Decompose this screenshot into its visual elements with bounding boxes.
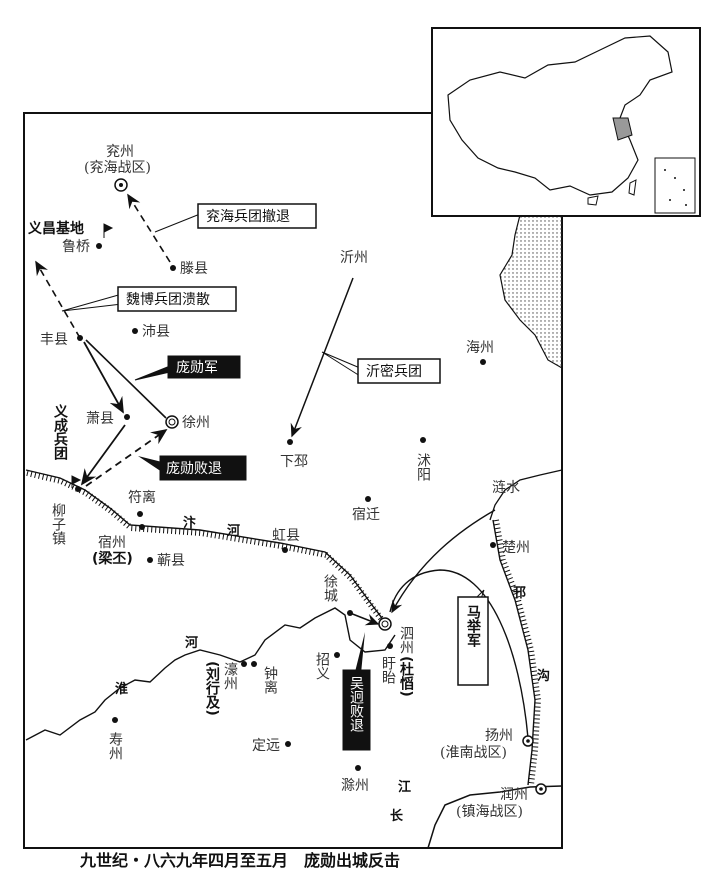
river-label: 长 — [390, 808, 404, 824]
label-fengxian: 丰县 — [40, 332, 68, 348]
label-runzhou-sub: (镇海战区) — [456, 804, 523, 820]
river-label: 河 — [185, 635, 198, 651]
label-xiapi: 下邳 — [280, 454, 308, 470]
label-shuyang: 沭阳 — [415, 453, 431, 481]
label-yangzhou-sub: (淮南战区) — [440, 745, 507, 761]
label-zhaoyi: 招义 — [314, 652, 330, 680]
label-suqian: 宿迁 — [352, 506, 380, 523]
callout-text: 庞勋败退 — [166, 461, 222, 477]
river-label: 江 — [398, 779, 411, 795]
callout-wujiong-retreat: 吴迥败退 — [342, 632, 371, 751]
inset-china-map — [431, 27, 701, 217]
label-peixian: 沛县 — [142, 324, 170, 340]
label-xuyi: 盱眙 — [380, 656, 396, 684]
sea-area — [499, 214, 563, 370]
label-yizhou: 沂州 — [340, 250, 368, 266]
label-liuzizhen: 柳子镇 — [50, 502, 66, 545]
label-hongxian: 虹县 — [272, 528, 300, 544]
label-qixian: 蕲县 — [157, 553, 185, 569]
label-shouzhou: 寿州 — [107, 731, 123, 760]
label-tengxian: 滕县 — [180, 261, 208, 277]
label-yicheng-army: 义成兵团 — [52, 403, 68, 461]
callout-yimi-army: 沂密兵团 — [321, 351, 441, 384]
map-title: 九世纪・八六九年四月至五月 庞勋出城反击 — [79, 851, 400, 870]
callout-pangxun-army: 庞勋军 — [134, 355, 241, 381]
river-label: 沟 — [537, 668, 550, 684]
label-xiaoxian: 萧县 — [86, 411, 114, 427]
label-luqiao: 鲁桥 — [62, 239, 90, 255]
map-frame — [23, 112, 563, 849]
callout-maju-army: 马举军 — [457, 589, 489, 686]
callout-text: 魏博兵团溃散 — [126, 291, 210, 308]
label-haozhou: 濠州 — [222, 661, 238, 690]
movement-arrows — [35, 193, 529, 739]
callout-text: 兖海兵团撤退 — [206, 209, 290, 225]
label-dingyuan: 定远 — [252, 738, 280, 754]
callout-text: 沂密兵团 — [366, 363, 422, 380]
label-lianshui: 涟水 — [492, 480, 520, 496]
hangou-canal — [492, 519, 542, 786]
river-label: 河 — [227, 523, 240, 539]
place-markers — [71, 178, 547, 795]
huai-river — [25, 607, 396, 741]
label-sizhou-sub: (杜慆) — [398, 656, 414, 697]
river-label: 淮 — [114, 681, 128, 697]
label-chuzhou2: 滁州 — [341, 778, 369, 794]
callout-text: 马举军 — [465, 605, 482, 648]
callout-weibo-rout: 魏博兵团溃散 — [61, 286, 237, 312]
label-yanzhou-sub: (兖海战区) — [84, 160, 151, 176]
label-suzhou: 宿州 — [98, 534, 126, 551]
label-zhongli: 钟离 — [262, 665, 278, 694]
label-haizhou: 海州 — [466, 340, 494, 356]
label-xucheng: 徐城 — [322, 574, 338, 603]
label-chuzhou: 楚州 — [502, 540, 530, 556]
label-haozhou-sub: (刘行及) — [204, 661, 221, 716]
label-runzhou: 润州 — [500, 787, 528, 803]
label-fuli: 符离 — [128, 489, 156, 506]
river-labels: 汴 河 淮 河 邗 沟 江 长 — [114, 515, 550, 824]
callout-text: 吴迥败退 — [348, 676, 364, 732]
river-label: 汴 — [183, 515, 196, 531]
label-xuzhou: 徐州 — [182, 415, 210, 431]
callout-text: 庞勋军 — [176, 360, 218, 376]
label-sizhou: 泗州 — [398, 626, 414, 654]
callout-pangxun-retreat: 庞勋败退 — [138, 455, 247, 481]
coastline — [489, 469, 563, 521]
place-labels: 兖州 (兖海战区) 义昌基地 鲁桥 滕县 沂州 沛县 丰县 萧县 徐州 义成兵团… — [28, 144, 530, 820]
river-label: 邗 — [513, 586, 526, 601]
callout-yanhai-retreat: 兖海兵团撤退 — [154, 203, 317, 233]
label-yangzhou: 扬州 — [485, 728, 513, 744]
yangtze-river — [427, 785, 563, 849]
label-suzhou-sub: (梁丕) — [92, 550, 133, 567]
bian-river — [25, 469, 389, 627]
label-yanzhou: 兖州 — [106, 144, 134, 160]
label-yichang-base: 义昌基地 — [28, 220, 84, 237]
